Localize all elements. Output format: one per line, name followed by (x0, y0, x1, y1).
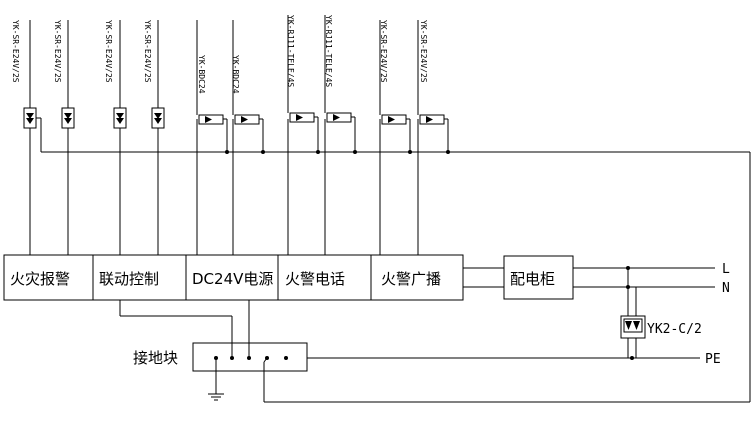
grounding-block: 接地块 (119, 300, 308, 402)
protector-label-3: YK-SR-E24V/2S (104, 20, 113, 83)
protector-label-4: YK-SR-E24V/2S (143, 20, 152, 83)
grounding-block-label: 接地块 (133, 349, 178, 367)
vertical-protector-2 (61, 20, 75, 129)
broadcast-to-cabinet-lines (463, 267, 504, 288)
protector-label-8: YK-RJ11-TELE/4S (324, 15, 333, 87)
power-lines: L N (573, 262, 730, 296)
protector-label-group: YK-SR-E24V/2S YK-SR-E24V/2S YK-SR-E24V/2… (11, 15, 428, 94)
horizontal-protector-sr-2 (419, 114, 449, 152)
horizontal-protector-tele-2 (326, 112, 356, 152)
protector-label-2: YK-SR-E24V/2S (53, 20, 62, 83)
pe-line-label: PE (705, 352, 721, 367)
horizontal-protector-sr-1 (381, 114, 411, 152)
fire-telephone-module: 火警电话 (285, 270, 345, 288)
protector-label-10: YK-SR-E24V/2S (419, 20, 428, 83)
protector-label-7: YK-RJ11-TELE/4S (286, 15, 295, 87)
horizontal-protectors (196, 15, 449, 152)
module-row: 火灾报警 联动控制 DC24V电源 火警电话 火警广播 (3, 254, 464, 301)
dc24v-power-module: DC24V电源 (192, 270, 273, 288)
horizontal-protector-tele-1 (289, 112, 319, 152)
protector-label-9: YK-SR-E24V/2S (379, 20, 388, 83)
vertical-protectors (23, 20, 165, 152)
neutral-line-label: N (722, 281, 730, 296)
fire-broadcast-module: 火警广播 (381, 270, 441, 288)
signal-lines (29, 108, 419, 255)
surge-protective-device: YK2-C/2 (620, 268, 702, 358)
vertical-protector-4 (151, 20, 165, 129)
fire-alarm-module: 火灾报警 (10, 270, 70, 288)
horizontal-protector-bdc-2 (234, 114, 264, 152)
surge-device-label: YK2-C/2 (647, 322, 702, 337)
distribution-cabinet-label: 配电柜 (510, 270, 555, 288)
protector-label-6: YK-BDC24 (231, 55, 240, 94)
protector-label-1: YK-SR-E24V/2S (11, 20, 20, 83)
live-line-label: L (722, 262, 730, 277)
common-ground-bus (41, 150, 751, 403)
vertical-protector-1 (23, 107, 42, 152)
pe-line: PE (287, 352, 721, 367)
distribution-cabinet: 配电柜 (503, 255, 574, 300)
horizontal-protector-bdc-1 (198, 114, 228, 152)
vertical-protector-3 (113, 20, 127, 129)
protector-label-5: YK-BDC24 (197, 55, 206, 94)
linkage-control-module: 联动控制 (99, 270, 159, 288)
